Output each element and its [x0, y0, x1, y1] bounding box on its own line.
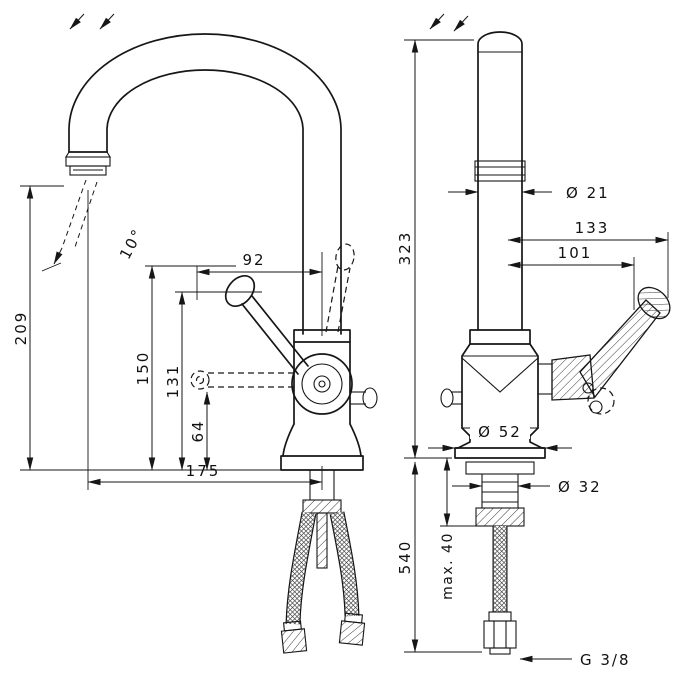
dim-label-10deg: 10° [116, 225, 147, 262]
shank-and-hose-front [465, 461, 535, 655]
dim-label-64: 64 [189, 419, 207, 442]
front-view: 323 Ø 21 133 101 Ø 52 Ø 32 [396, 13, 671, 669]
dim-label-323: 323 [396, 231, 414, 266]
dimension-g38: G 3/8 [519, 651, 631, 669]
dimension-angle-10: 10° [116, 225, 147, 262]
dimension-dia21: Ø 21 [448, 184, 610, 202]
supply-hoses-side [280, 470, 366, 654]
dim-label-540: 540 [396, 540, 414, 575]
dimension-dia32: Ø 32 [452, 478, 602, 496]
dimension-101: 101 [507, 244, 635, 310]
dim-label-dia21: Ø 21 [566, 184, 610, 202]
dimension-150: 150 [134, 265, 236, 471]
dim-label-dia52: Ø 52 [478, 423, 522, 441]
dimension-131: 131 [164, 291, 262, 471]
dimension-64: 64 [189, 391, 211, 471]
left-stub-handle [440, 388, 462, 408]
dim-label-133: 133 [575, 219, 610, 237]
lever-handle-side [190, 243, 355, 390]
dimension-dia52: Ø 52 [428, 422, 572, 452]
dimension-540: 540 [396, 461, 482, 653]
spout [41, 33, 342, 335]
side-view: 209 10° 92 150 131 64 [12, 13, 378, 654]
lever-handle-front [537, 286, 671, 415]
lever-dashed-horizontal [190, 370, 294, 390]
dim-label-131: 131 [164, 364, 182, 399]
hose-fitting-left [280, 620, 308, 654]
reference-arrows-side [69, 13, 115, 30]
dimension-92: 92 [196, 251, 323, 336]
aerator [65, 151, 111, 176]
dim-label-150: 150 [134, 351, 152, 386]
hose-connector-g38 [483, 611, 517, 655]
dim-label-101: 101 [558, 244, 593, 262]
reference-arrows-front [429, 13, 469, 32]
side-knob [350, 387, 378, 409]
dim-label-92: 92 [242, 251, 265, 269]
riser-pipe [474, 31, 526, 331]
dimension-175: 175 [87, 190, 323, 490]
dimension-209: 209 [12, 185, 284, 471]
dim-label-dia32: Ø 32 [558, 478, 602, 496]
dimension-max40: max. 40 [440, 457, 476, 600]
water-stream-dashes [41, 179, 98, 272]
faucet-body-side [280, 329, 378, 471]
hose-fitting-right [338, 612, 366, 646]
dim-label-max40: max. 40 [440, 532, 456, 600]
dim-label-209: 209 [12, 311, 30, 346]
dim-label-g38: G 3/8 [580, 651, 631, 669]
faucet-body-front [440, 329, 546, 459]
front-knob [587, 387, 615, 415]
dim-label-175: 175 [186, 462, 221, 480]
dimension-133: 133 [507, 219, 669, 298]
lever-dashed-raised [325, 243, 355, 333]
dimension-323: 323 [396, 39, 474, 459]
